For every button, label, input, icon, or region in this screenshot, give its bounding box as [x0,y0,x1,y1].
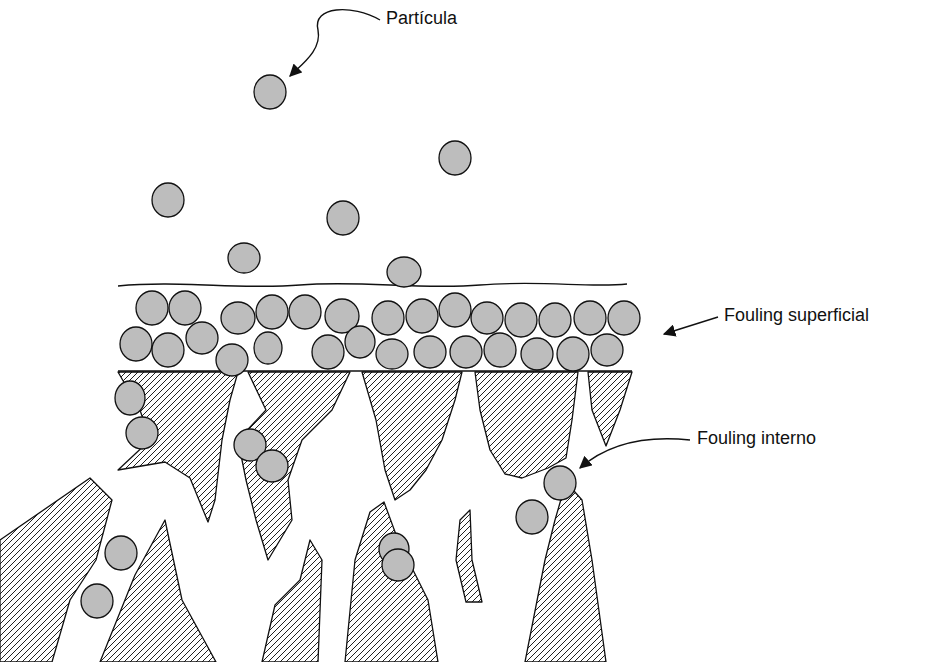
particle [591,334,623,366]
particle [505,303,537,337]
particle [387,257,421,287]
particle [216,344,248,376]
particle [521,338,553,370]
particle [256,295,288,329]
particle [115,381,145,415]
particle [439,141,471,175]
membrane-grain [475,372,578,478]
particle [414,336,446,368]
particle [105,536,137,570]
callout-label: Fouling superficial [721,304,872,328]
particle [81,584,113,618]
particle [169,291,201,325]
particle [256,450,288,482]
particle [152,183,184,217]
particle [516,500,548,534]
particle [439,293,471,327]
particle [289,295,321,329]
membrane-grain [345,502,438,662]
particle [372,301,404,335]
particle [312,335,344,369]
particle [136,291,168,325]
membrane-grain [100,520,216,662]
particle [484,333,516,367]
particle [186,322,218,354]
particle [608,301,640,335]
particle [574,301,606,335]
particle [228,243,260,273]
particle [471,302,503,334]
leader-arrow [664,317,718,334]
membrane-grain [588,372,632,446]
particle [539,303,571,337]
particle [327,201,359,235]
particle [120,327,152,361]
leader-arrow [290,10,380,76]
membrane-grain [238,372,350,560]
particle [254,332,282,364]
particle [376,339,408,369]
membrane-grain [362,372,462,500]
callout-label: Partícula [383,7,460,31]
cake-boundary [118,283,627,286]
particle [152,333,184,367]
particle [221,302,255,334]
membrane-grain [262,540,322,662]
callout-label: Fouling interno [694,427,819,451]
membrane-surface [118,370,632,371]
particle [406,299,438,333]
membrane-grain [456,510,482,602]
membrane-grain [0,478,112,662]
particle [557,337,589,371]
particle [544,466,576,500]
particle [254,75,286,109]
particle [345,326,375,358]
particle [126,417,158,449]
particle [382,549,414,581]
leader-arrow [580,439,690,468]
particle [450,336,482,368]
